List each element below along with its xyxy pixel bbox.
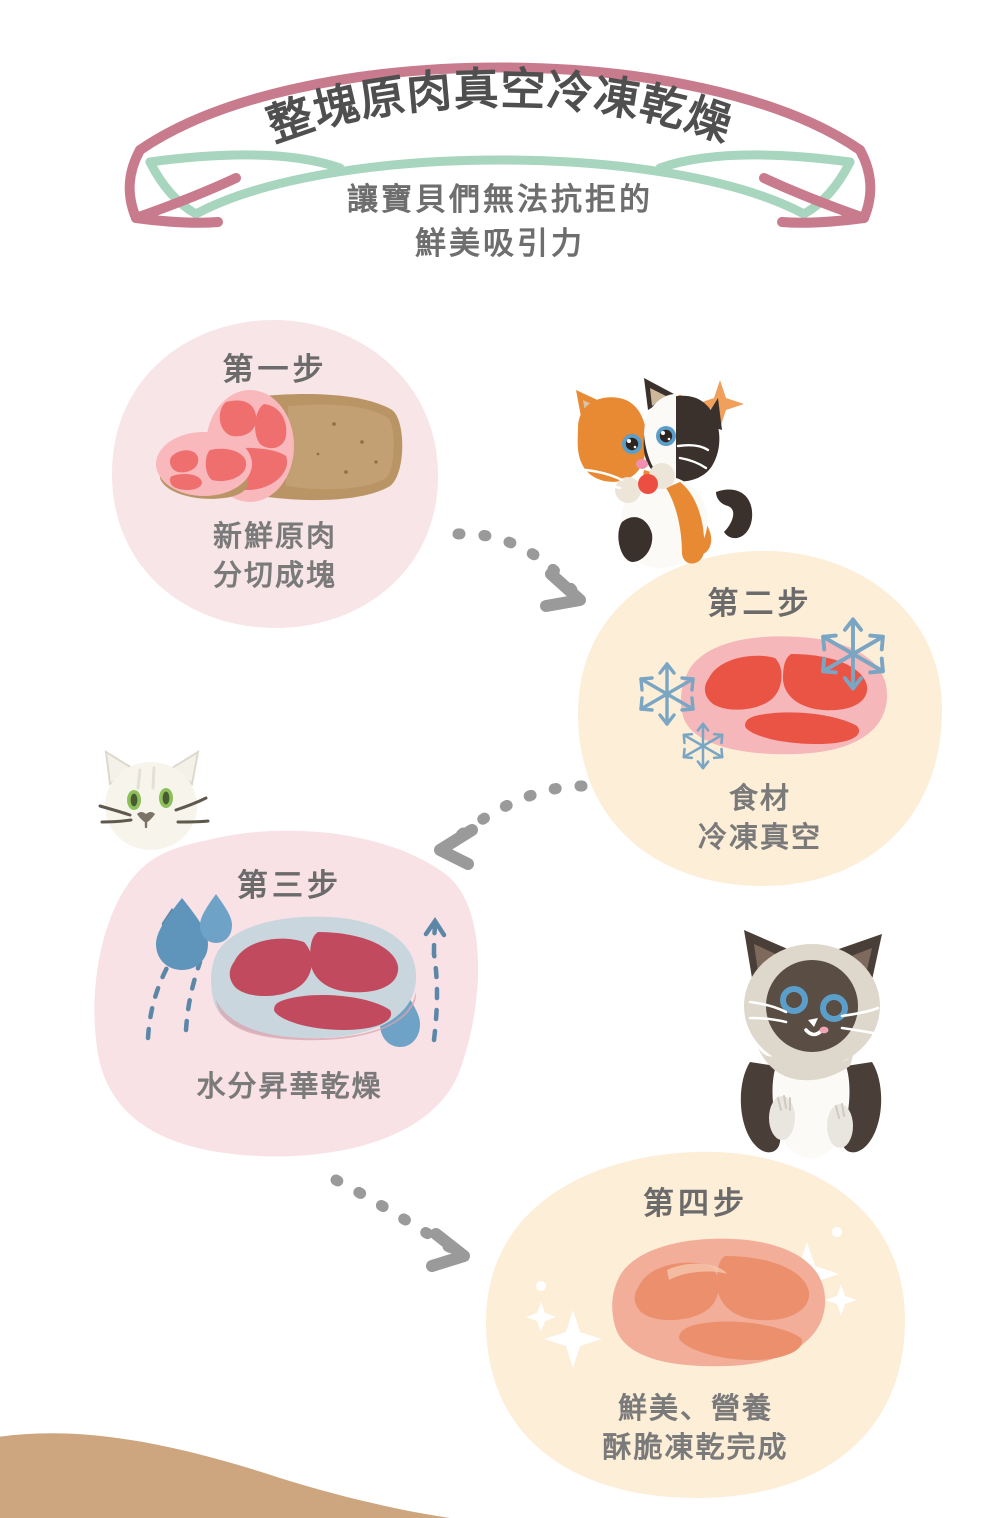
svg-text:整塊原肉真空冷凍乾燥: 整塊原肉真空冷凍乾燥	[261, 63, 739, 151]
page-subtitle-line-2: 鮮美吸引力	[415, 226, 585, 262]
step-3-caption-line-1: 水分昇華乾燥	[196, 1071, 383, 1103]
step-3-caption: 水分昇華乾燥	[92, 1068, 487, 1107]
step-2: 第二步 食材 冷凍真空	[575, 548, 945, 888]
step-4-caption-line-2: 酥脆凍乾完成	[602, 1431, 789, 1464]
step-1-caption-line-1: 新鮮原肉	[212, 521, 337, 553]
step-4-caption: 鮮美、營養 酥脆凍乾完成	[483, 1390, 908, 1467]
calico-cat-icon	[548, 372, 788, 572]
step-1-title: 第一步	[222, 352, 328, 387]
frozen-steak-illustration	[625, 616, 905, 776]
step-3: 第三步 水分昇華乾燥	[92, 826, 487, 1162]
step-3-title: 第三步	[237, 868, 342, 903]
step-4-caption-line-1: 鮮美、營養	[617, 1393, 773, 1425]
step-3-content: 第三步 水分昇華乾燥	[92, 826, 487, 1162]
dashed-arrow-3	[330, 1162, 495, 1272]
tan-hill-decoration	[0, 1408, 450, 1518]
step-2-caption-line-1: 食材	[728, 783, 791, 815]
step-2-caption: 食材 冷凍真空	[575, 780, 945, 857]
step-4-title: 第四步	[643, 1186, 748, 1221]
step-2-title: 第二步	[707, 586, 813, 621]
step-1-caption-line-2: 分切成塊	[212, 559, 337, 592]
step-1: 第一步 新鮮原肉 分切成塊	[110, 318, 440, 630]
page-title: 整塊原肉真空冷凍乾燥	[0, 30, 1000, 200]
step-1-caption: 新鮮原肉 分切成塊	[110, 518, 440, 595]
step-4-content: 第四步 鮮美、營養 酥脆凍乾完成	[483, 1148, 908, 1500]
dashed-arrow-1	[452, 512, 617, 617]
step-1-content: 第一步 新鮮原肉 分切成塊	[110, 318, 440, 630]
dashed-arrow-2	[410, 772, 590, 872]
step-2-caption-line-2: 冷凍真空	[697, 821, 822, 854]
raw-meat-illustration	[138, 380, 418, 515]
siamese-cat-icon	[716, 922, 906, 1172]
ribbon-banner	[0, 22, 1000, 252]
white-cat-icon	[88, 744, 216, 862]
step-2-content: 第二步 食材 冷凍真空	[575, 548, 945, 888]
page-title-text: 整塊原肉真空冷凍乾燥	[261, 63, 738, 151]
sublimation-steak-illustration	[138, 888, 448, 1063]
page-subtitle: 讓寶貝們無法抗拒的 鮮美吸引力	[0, 178, 1000, 266]
step-4: 第四步 鮮美、營養 酥脆凍乾完成	[483, 1148, 908, 1500]
page-subtitle-line-1: 讓寶貝們無法抗拒的	[347, 182, 653, 217]
freeze-dried-steak-illustration	[519, 1214, 874, 1404]
